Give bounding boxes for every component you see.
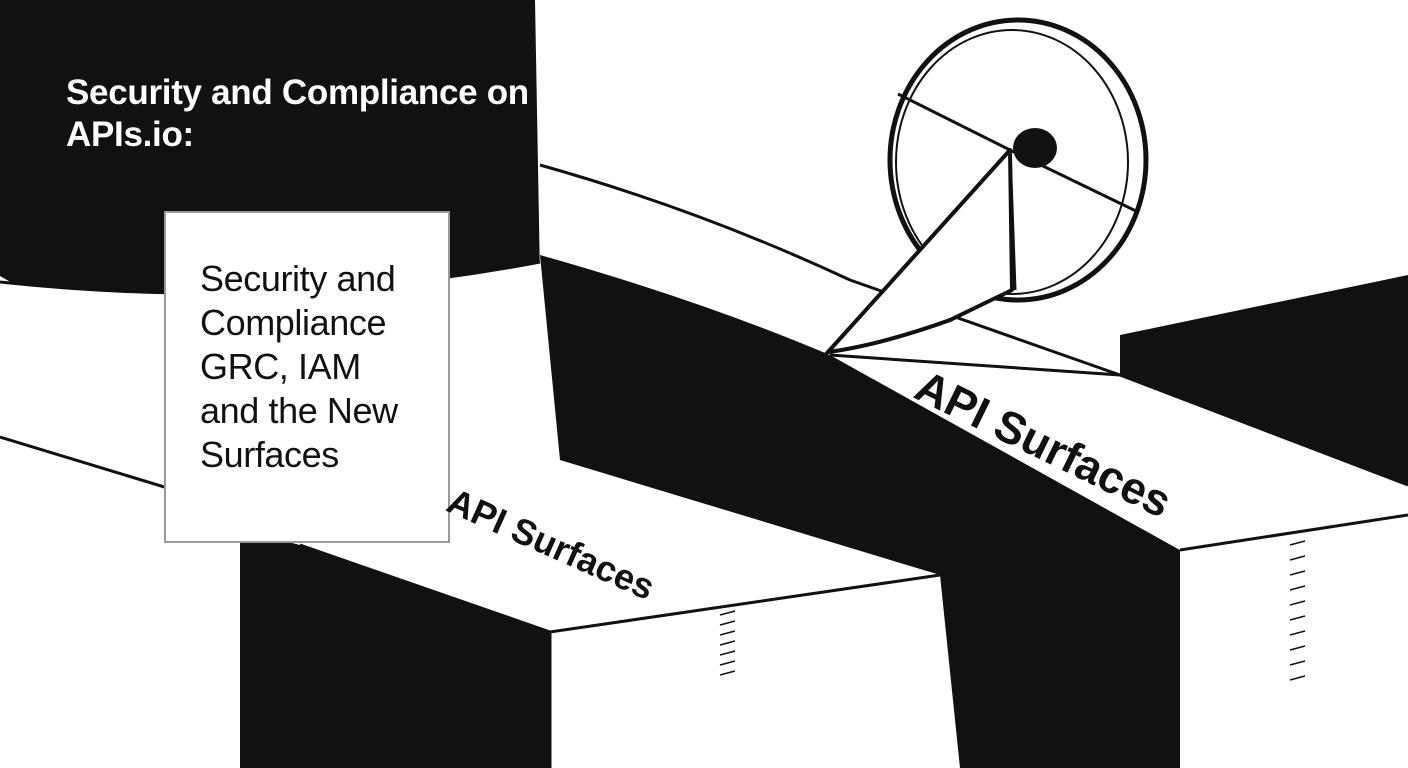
upper-ramp-edge [539,163,1121,377]
right-black-block [1120,275,1408,485]
disc-hole [1013,128,1057,168]
center-black-band [540,255,1180,768]
disc-segment-line-1 [897,92,1011,152]
lower-black-pillar [240,530,550,768]
hatch-marks-left [719,610,736,676]
disc-speech-icon [822,17,1149,355]
info-card: Security and Compliance GRC, IAM and the… [164,211,450,543]
upper-surface-slab [830,355,1408,550]
disc-tail-front [826,148,1014,354]
card-text: Security and Compliance GRC, IAM and the… [200,258,398,475]
lower-surface-slab [300,460,940,632]
headline: Security and Compliance on APIs.io: [66,73,529,154]
disc-inner-rim [895,29,1129,295]
hatch-marks-right [1289,540,1306,681]
